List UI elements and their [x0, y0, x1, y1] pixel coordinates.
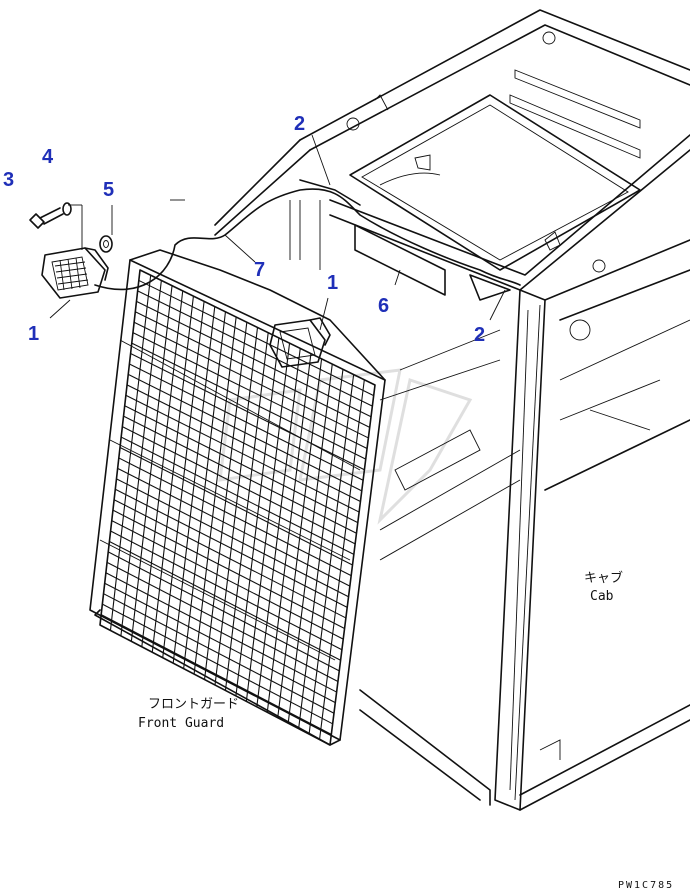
mesh-wire-horizontal: [110, 530, 343, 651]
part-labels: フロントガード Front Guard キャブ Cab PW1C785: [138, 570, 674, 891]
mesh-wire-horizontal: [138, 279, 374, 397]
wiring-harness: [94, 154, 561, 301]
mesh-wire-horizontal: [116, 478, 349, 598]
mesh-wire-horizontal: [122, 426, 356, 545]
cab-label-en: Cab: [590, 589, 614, 604]
mesh-wire-horizontal: [133, 321, 369, 439]
bolt: [29, 207, 64, 229]
mesh-wire-horizontal: [118, 457, 352, 577]
leader-lines: [49, 134, 506, 331]
mesh-wire-horizontal: [129, 363, 364, 481]
front-guard: [89, 249, 386, 746]
callout-7-harness: 7: [254, 259, 265, 281]
cab-label-jp: キャブ: [584, 570, 623, 586]
mesh-wire-horizontal: [126, 384, 361, 502]
mesh-wire-horizontal: [103, 593, 335, 714]
mesh-wire-horizontal: [105, 572, 337, 693]
mesh-wire-horizontal: [123, 415, 357, 534]
mesh-wire-horizontal: [100, 614, 332, 735]
callout-5-washer: 5: [103, 179, 114, 201]
mesh-wire-horizontal: [102, 603, 333, 725]
mesh-wire-horizontal: [131, 342, 366, 460]
mesh-wire-horizontal: [106, 561, 339, 682]
mesh-wire-horizontal: [127, 373, 363, 492]
front-guard-label-jp: フロントガード: [148, 697, 239, 712]
callout-2-upper: 2: [294, 113, 305, 135]
mesh-wire-horizontal: [117, 467, 351, 587]
callout-3-bolt: 3: [3, 169, 14, 191]
mesh-wire-horizontal: [124, 405, 359, 524]
lock-washer: [62, 202, 72, 216]
mesh-wire-horizontal: [137, 290, 373, 407]
mesh-wire-horizontal: [107, 551, 340, 672]
mesh-wire-horizontal: [125, 394, 360, 513]
mesh-wire-horizontal: [109, 540, 341, 661]
work-lamp-guard: [269, 317, 331, 368]
mesh-wire-horizontal: [119, 447, 353, 566]
front-guard-label-en: Front Guard: [138, 716, 224, 731]
label-plate: [354, 224, 446, 296]
mesh-wire-horizontal: [113, 499, 347, 619]
drawing-code: PW1C785: [618, 880, 674, 891]
roof-hatch: [349, 94, 641, 271]
callout-2-lower: 2: [474, 324, 485, 346]
mesh-wire-horizontal: [130, 353, 365, 471]
mesh-wire-horizontal: [120, 436, 355, 555]
mesh-wire-horizontal: [132, 332, 368, 450]
cab-body: [214, 9, 690, 811]
callout-6-label-plate: 6: [378, 295, 389, 317]
callout-1-guard-lamp: 1: [327, 272, 338, 294]
guard-mesh: [100, 275, 374, 740]
mesh-wire-horizontal: [111, 520, 344, 640]
mesh-wire-horizontal: [112, 509, 345, 630]
mesh-wire-horizontal: [135, 311, 370, 428]
callouts: 1 1 2 2 3 4 5 6 7: [3, 113, 485, 346]
watermark: [218, 368, 473, 525]
work-lamp-left: [41, 247, 109, 299]
callout-1-left-lamp: 1: [28, 323, 39, 345]
mesh-wire-horizontal: [136, 300, 372, 418]
callout-4-lock-washer: 4: [42, 146, 54, 168]
washer: [99, 235, 113, 253]
mesh-wire-horizontal: [104, 582, 336, 704]
mesh-wire-horizontal: [115, 488, 348, 608]
